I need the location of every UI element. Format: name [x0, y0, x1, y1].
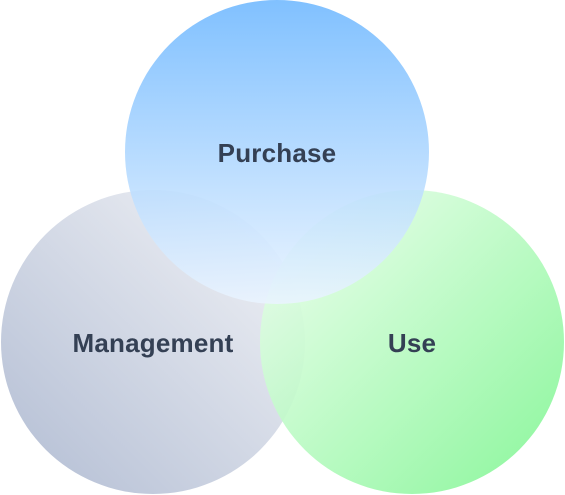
purchase-label: Purchase	[218, 138, 337, 168]
management-label: Management	[73, 328, 234, 358]
use-label: Use	[388, 328, 436, 358]
purchase-circle	[125, 0, 429, 304]
